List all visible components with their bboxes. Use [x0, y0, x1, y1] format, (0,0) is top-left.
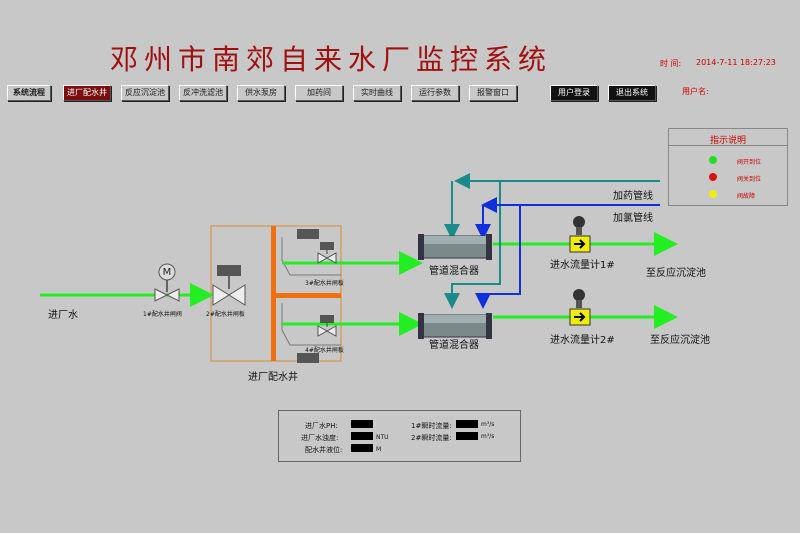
time-value: 2014-7-11 18:27:23 — [696, 58, 776, 67]
legend-title: 指示说明 — [709, 136, 746, 146]
flowmeter-2-icon[interactable] — [569, 289, 591, 326]
legend-divider — [669, 145, 787, 146]
legend-fault-dot-icon — [709, 190, 717, 198]
mixer-1-icon[interactable] — [418, 234, 492, 260]
legend-open-dot-icon — [709, 156, 717, 164]
logout-button[interactable]: 退出系统 — [608, 85, 656, 101]
dosing-line — [444, 173, 660, 309]
flowmeter-1-icon[interactable] — [569, 216, 591, 253]
valve-1-label: 1#配水井闸阀 — [143, 311, 182, 318]
dosing-line-label: 加药管线 — [613, 191, 653, 202]
valve-3-icon[interactable] — [297, 229, 337, 264]
login-button[interactable]: 用户登录 — [550, 85, 598, 101]
nav-sedimentation-button[interactable]: 反应沉淀池 — [121, 85, 169, 101]
level-unit: M — [376, 446, 382, 453]
legend-panel: 指示说明 阀开到位 阀关到位 阀故障 — [668, 128, 788, 206]
flow-2-unit: m³/s — [481, 433, 495, 440]
legend-open-text: 阀开到位 — [737, 159, 762, 166]
flow-1-label: 1#瞬时流量: — [411, 422, 452, 430]
to-tank-2-label: 至反应沉淀池 — [650, 335, 710, 346]
chlorine-line-label: 加氯管线 — [613, 213, 653, 224]
nav-realtime-curve-button[interactable]: 实时曲线 — [353, 85, 401, 101]
nav-inlet-well-button[interactable]: 进厂配水井 — [63, 85, 111, 101]
user-label: 用户名: — [682, 87, 709, 96]
mixer-1-label: 管道混合器 — [429, 266, 479, 277]
nav-pump-room-button[interactable]: 供水泵房 — [237, 85, 285, 101]
flowmeter-2-label: 进水流量计2# — [550, 335, 615, 346]
nav-dosing-button[interactable]: 加药间 — [295, 85, 343, 101]
turbidity-display — [351, 432, 373, 440]
valve-4-icon[interactable] — [297, 315, 337, 363]
valve-4-label: 4#配水井闸板 — [305, 347, 344, 354]
nav-run-params-button[interactable]: 运行参数 — [411, 85, 459, 101]
legend-closed-text: 阀关到位 — [737, 176, 762, 183]
flow-1-unit: m³/s — [481, 421, 495, 428]
level-display — [351, 444, 373, 452]
motor-icon: M — [163, 267, 172, 278]
page-title: 邓州市南郊自来水厂监控系统 — [110, 43, 553, 76]
valve-2-label: 2#配水井闸板 — [206, 311, 245, 318]
ph-display — [351, 420, 373, 428]
flow-1-display — [456, 420, 478, 428]
valve-1-icon[interactable] — [154, 263, 180, 302]
nav-backwash-button[interactable]: 反冲洗滤池 — [179, 85, 227, 101]
flow-2-label: 2#瞬时流量: — [411, 434, 452, 442]
inlet-water-label: 进厂水 — [48, 310, 78, 321]
turbidity-label: 进厂水浊度: — [301, 434, 339, 442]
legend-closed-dot-icon — [709, 173, 717, 181]
level-label: 配水井液位: — [305, 446, 343, 454]
mixer-2-label: 管道混合器 — [429, 340, 479, 351]
nav-alarm-window-button[interactable]: 报警窗口 — [469, 85, 517, 101]
turbidity-unit: NTU — [376, 434, 389, 441]
ph-label: 进厂水PH: — [305, 422, 338, 430]
well-label: 进厂配水井 — [248, 372, 298, 383]
chlorine-line — [475, 197, 660, 309]
to-tank-1-label: 至反应沉淀池 — [646, 268, 706, 279]
legend-fault-text: 阀故障 — [737, 193, 756, 200]
nav-system-flow-button[interactable]: 系统流程 — [7, 85, 51, 101]
valve-2-icon[interactable] — [212, 265, 246, 306]
time-label: 时 间: — [660, 59, 682, 68]
flowmeter-1-label: 进水流量计1# — [550, 260, 615, 271]
readings-panel: 进厂水PH: 进厂水浊度: NTU 配水井液位: M 1#瞬时流量: m³/s … — [278, 410, 521, 462]
valve-3-label: 3#配水井闸板 — [305, 280, 344, 287]
mixer-2-icon[interactable] — [418, 313, 492, 339]
flow-2-display — [456, 432, 478, 440]
